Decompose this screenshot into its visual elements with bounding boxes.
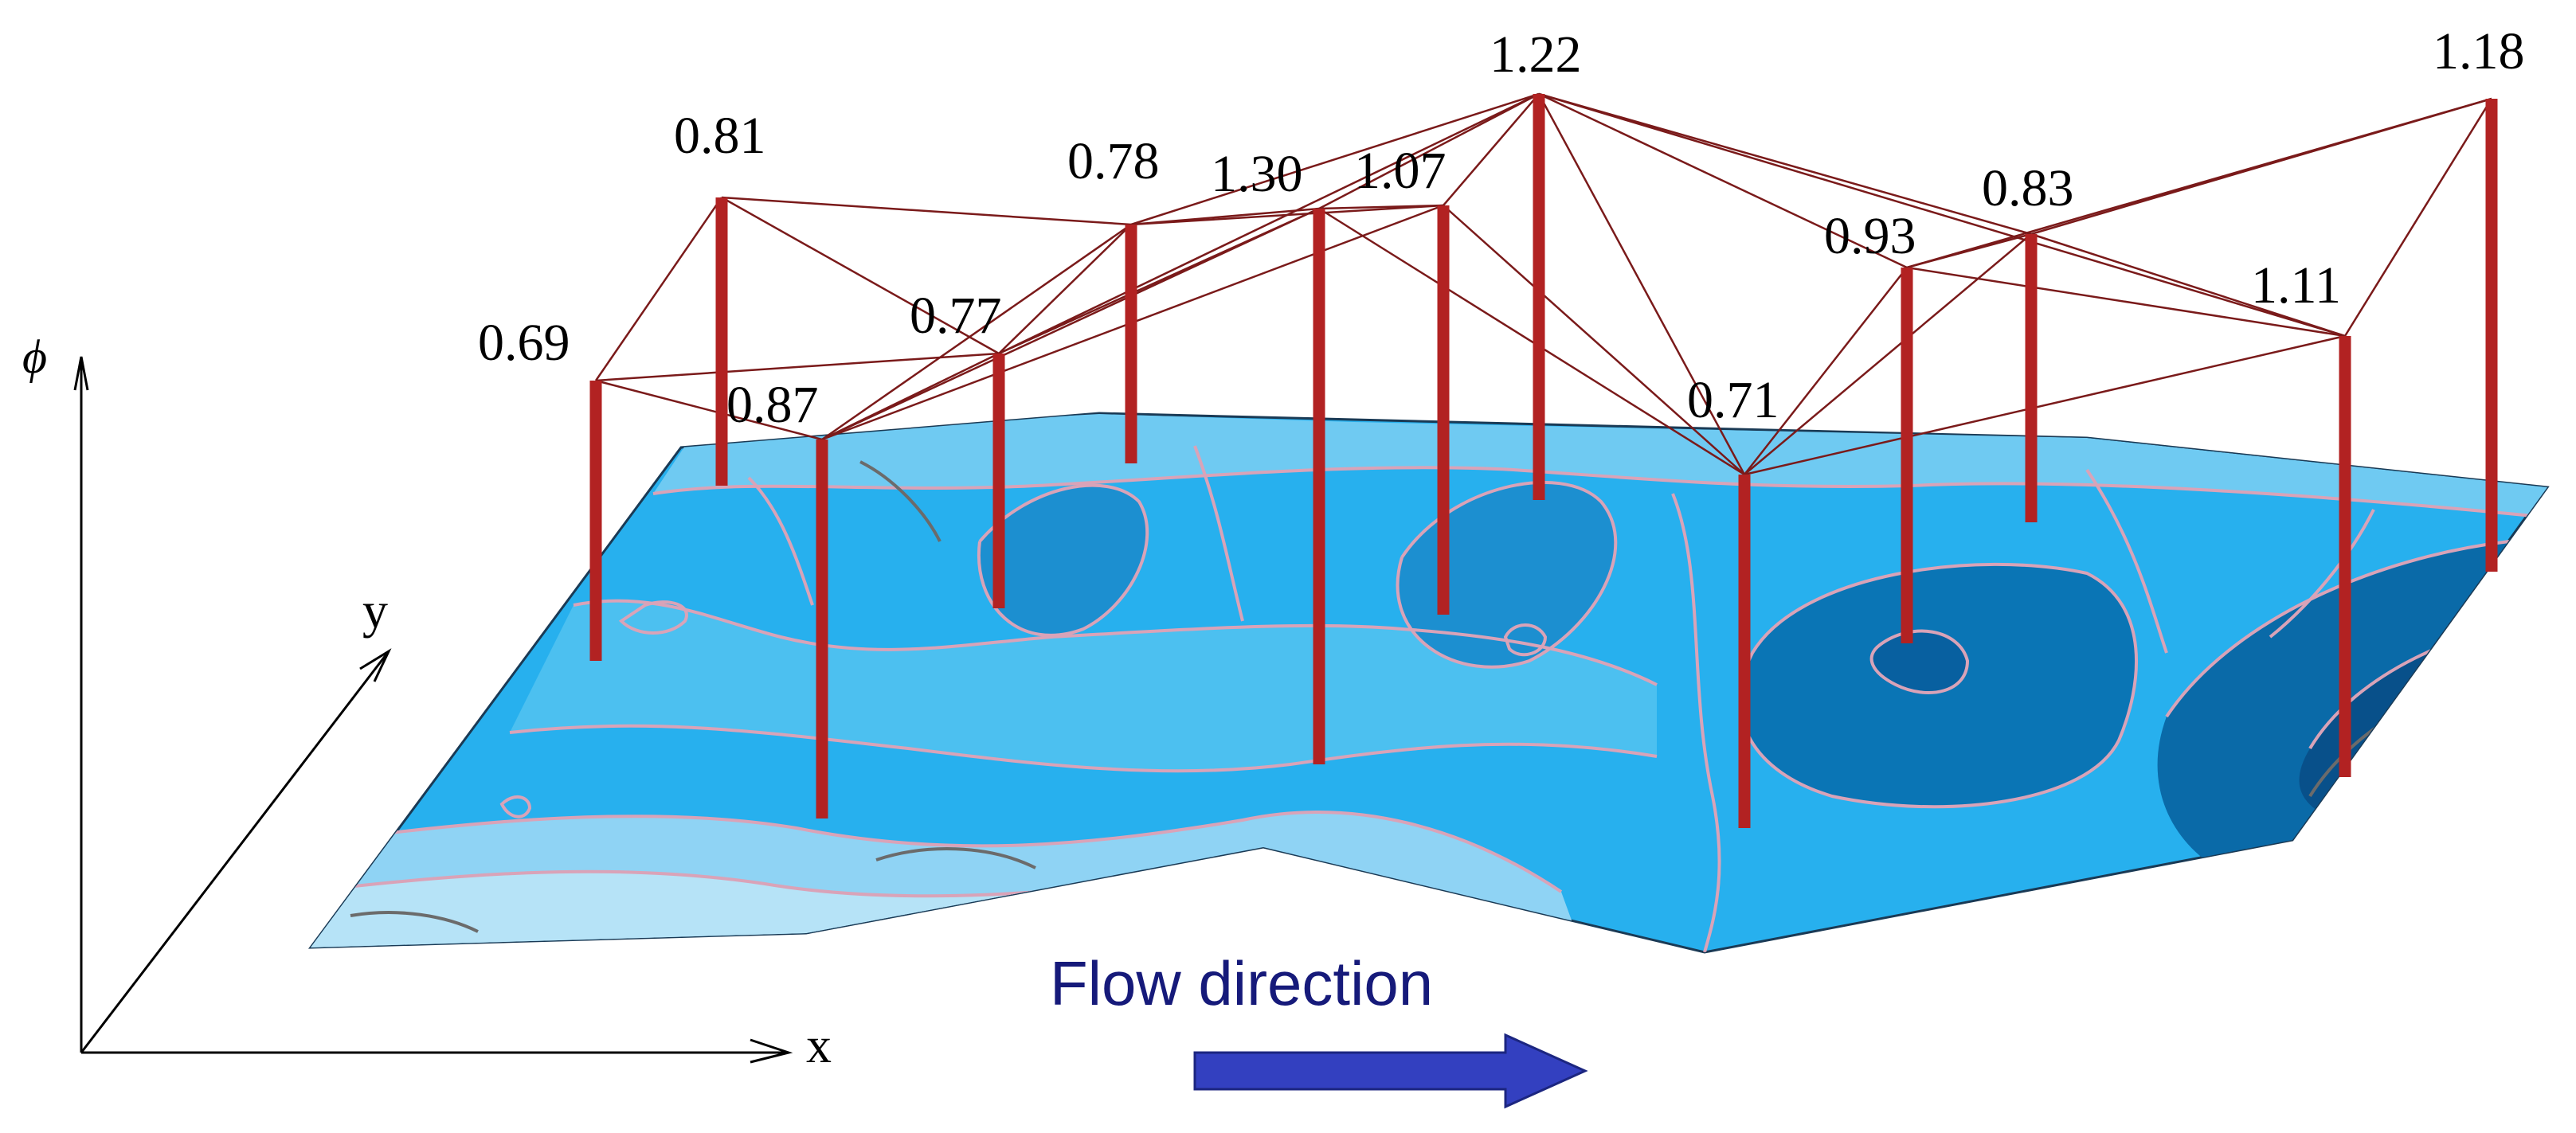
connection-wire <box>1538 92 1908 269</box>
x-axis-arrowhead <box>750 1038 793 1064</box>
connection-wire <box>1744 267 1908 475</box>
connection-wire <box>998 92 1540 355</box>
connection-wire <box>1130 92 1540 226</box>
connection-wire <box>2343 98 2493 337</box>
connection-wire <box>1443 93 1540 206</box>
connection-wire <box>721 196 1000 355</box>
connection-wire <box>721 196 1132 226</box>
connection-wire <box>1318 207 1745 476</box>
pole-value-label: 0.81 <box>674 107 766 165</box>
contour-line <box>1396 480 1618 669</box>
contour-line <box>350 911 479 933</box>
pole-value-label: 1.07 <box>1354 142 1447 200</box>
pole-value-label: 0.69 <box>478 314 570 372</box>
connection-wire <box>1318 92 1540 210</box>
connection-wire <box>998 207 1320 355</box>
connection-wire <box>595 352 1000 382</box>
y-axis-line <box>80 650 390 1053</box>
contour-line <box>859 460 942 542</box>
pole-value-label: 0.78 <box>1067 132 1160 190</box>
flow-direction-arrow <box>1193 1033 1588 1109</box>
mid-dark-region-1 <box>978 485 1148 635</box>
connection-wire <box>1537 93 1746 475</box>
connection-wires <box>594 92 2493 476</box>
axes: ϕ x y <box>22 330 832 1073</box>
connection-wire <box>1538 92 2346 338</box>
pole-value-label: 1.11 <box>2251 256 2341 315</box>
connection-wire <box>1130 204 1444 226</box>
contour-line <box>977 483 1149 637</box>
y-axis-arrowhead <box>359 648 392 682</box>
connection-wire <box>595 379 823 441</box>
phi-axis-arrowhead <box>73 356 89 391</box>
connection-wire <box>998 224 1132 354</box>
connection-wire <box>821 223 1132 441</box>
pole-value-label: 0.87 <box>726 376 819 434</box>
measurement-poles: 0.69 0.81 0.87 0.77 0.78 1.30 1.07 1.22 0.71 0.93… <box>478 22 2525 828</box>
pole-value-label: 0.71 <box>1687 371 1779 429</box>
x-axis-label: x <box>806 1017 832 1073</box>
contour-line <box>1738 562 2138 809</box>
contour-line <box>747 476 814 606</box>
mid-dark-region-2 <box>1397 482 1616 667</box>
contour-line <box>618 600 688 635</box>
flow-direction-label: Flow direction <box>1050 948 1433 1018</box>
pole-value-label: 0.83 <box>1982 159 2074 217</box>
pole-value-label: 1.18 <box>2433 22 2525 80</box>
contour-line <box>1869 629 1970 694</box>
connection-wire <box>1744 334 2346 476</box>
connection-wire <box>1906 266 2346 338</box>
pole-value-label: 1.30 <box>1211 145 1303 203</box>
contour-line <box>1503 623 1548 657</box>
pole-value-label: 0.77 <box>910 287 1002 345</box>
contour-line <box>2085 468 2168 654</box>
pole-value-label: 1.22 <box>1490 25 1582 84</box>
contour-line <box>875 847 1036 869</box>
connection-wire <box>594 197 723 381</box>
contour-surface <box>307 412 2550 954</box>
flow-indicator: Flow direction <box>1050 948 1588 1109</box>
contour-line <box>573 599 1658 686</box>
connection-wire <box>1906 97 2492 269</box>
connection-wire <box>1318 204 1444 210</box>
contour-line <box>1193 445 1244 622</box>
contour-line <box>509 724 1658 773</box>
left-light-band <box>510 600 1657 772</box>
connection-wire <box>1744 233 2032 475</box>
phi-axis-label: ϕ <box>22 330 47 383</box>
contour-line <box>1671 493 1721 952</box>
dark-basin-core <box>1871 631 1967 693</box>
pole-value-label: 0.93 <box>1824 207 1916 265</box>
y-axis-label: y <box>362 582 388 639</box>
contour-line <box>311 811 1563 893</box>
contour-line <box>2269 509 2375 639</box>
connection-wire <box>1443 205 1745 475</box>
contour-line <box>499 795 532 818</box>
connection-wire <box>1538 92 2032 236</box>
connection-wire <box>2030 232 2346 338</box>
